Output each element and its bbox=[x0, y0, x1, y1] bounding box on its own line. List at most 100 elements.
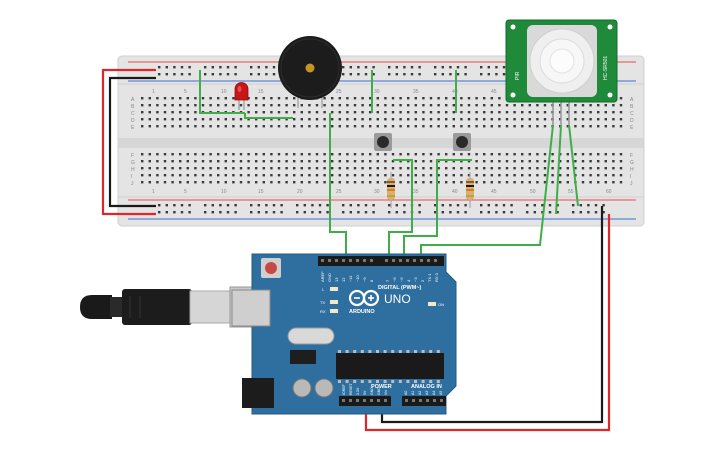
breadboard-hole bbox=[165, 73, 168, 76]
breadboard-hole bbox=[619, 118, 623, 121]
breadboard-hole bbox=[353, 97, 357, 100]
breadboard-hole bbox=[498, 167, 501, 170]
breadboard-hole bbox=[407, 118, 410, 121]
chip-pin bbox=[406, 350, 410, 353]
column-number: 50 bbox=[530, 189, 536, 195]
breadboard-hole bbox=[498, 153, 501, 156]
breadboard-hole bbox=[156, 104, 159, 107]
breadboard-hole bbox=[612, 153, 615, 156]
breadboard-hole bbox=[255, 111, 258, 114]
breadboard-hole bbox=[604, 118, 607, 121]
breadboard-hole bbox=[186, 125, 189, 128]
pin-label: 3.3V bbox=[356, 387, 360, 395]
breadboard-hole bbox=[226, 73, 230, 76]
header-pin bbox=[413, 259, 416, 262]
breadboard-hole bbox=[338, 167, 341, 170]
chip-pin bbox=[376, 350, 379, 353]
breadboard-hole bbox=[399, 111, 402, 114]
breadboard-hole bbox=[331, 167, 334, 170]
breadboard-hole bbox=[331, 174, 334, 177]
breadboard-hole bbox=[572, 204, 575, 207]
breadboard-hole bbox=[277, 174, 281, 177]
breadboard-hole bbox=[179, 160, 182, 163]
breadboard-hole bbox=[338, 153, 341, 156]
breadboard-hole bbox=[217, 118, 220, 121]
breadboard-hole bbox=[566, 111, 569, 114]
row-letter: E bbox=[630, 125, 634, 131]
breadboard-hole bbox=[148, 160, 151, 163]
breadboard-hole bbox=[346, 160, 349, 163]
breadboard-hole bbox=[551, 174, 554, 177]
breadboard-hole bbox=[247, 167, 250, 170]
reset-button[interactable] bbox=[265, 262, 277, 274]
breadboard-hole bbox=[464, 73, 467, 76]
breadboard-hole bbox=[217, 174, 220, 177]
push-button-1[interactable] bbox=[374, 133, 392, 151]
breadboard-hole bbox=[422, 118, 425, 121]
breadboard-hole bbox=[255, 160, 258, 163]
breadboard-hole bbox=[566, 181, 569, 184]
breadboard-hole bbox=[201, 174, 205, 177]
breadboard-hole bbox=[186, 111, 189, 114]
pin-label: A1 bbox=[411, 391, 415, 395]
breadboard-hole bbox=[483, 160, 486, 163]
breadboard-hole bbox=[429, 160, 433, 163]
breadboard-hole bbox=[331, 104, 334, 107]
breadboard-hole bbox=[179, 97, 182, 100]
breadboard-hole bbox=[376, 153, 379, 156]
breadboard-hole bbox=[581, 111, 585, 114]
breadboard-hole bbox=[612, 118, 615, 121]
breadboard-hole bbox=[533, 204, 536, 207]
breadboard-hole bbox=[338, 174, 341, 177]
breadboard-hole bbox=[410, 73, 414, 76]
breadboard-hole bbox=[581, 181, 585, 184]
breadboard-hole bbox=[505, 111, 509, 114]
row-letter: B bbox=[630, 104, 634, 110]
l-led bbox=[330, 287, 338, 291]
breadboard-hole bbox=[414, 97, 417, 100]
breadboard-hole bbox=[158, 211, 161, 214]
breadboard-hole bbox=[541, 211, 544, 214]
header-pin bbox=[385, 259, 388, 262]
breadboard-hole bbox=[407, 160, 410, 163]
breadboard-hole bbox=[498, 174, 501, 177]
breadboard-hole bbox=[247, 181, 250, 184]
breadboard-hole bbox=[579, 211, 582, 214]
breadboard-hole bbox=[239, 118, 243, 121]
breadboard-hole bbox=[277, 153, 281, 156]
breadboard-hole bbox=[434, 66, 437, 69]
breadboard-hole bbox=[528, 181, 531, 184]
breadboard-hole bbox=[300, 167, 303, 170]
breadboard-hole bbox=[226, 211, 230, 214]
analog-header bbox=[402, 396, 446, 406]
chip-pin bbox=[353, 350, 357, 353]
chip-pin bbox=[429, 350, 433, 353]
breadboard-hole bbox=[361, 181, 364, 184]
breadboard-hole bbox=[574, 153, 577, 156]
breadboard-hole bbox=[255, 153, 258, 156]
breadboard-hole bbox=[521, 111, 524, 114]
chip-pin bbox=[414, 350, 417, 353]
breadboard-hole bbox=[148, 97, 151, 100]
breadboard-hole bbox=[502, 211, 506, 214]
pin-label: A2 bbox=[418, 391, 422, 395]
breadboard-hole bbox=[201, 125, 205, 128]
breadboard-hole bbox=[315, 160, 319, 163]
breadboard-hole bbox=[285, 167, 288, 170]
breadboard-hole bbox=[619, 167, 623, 170]
breadboard-hole bbox=[331, 125, 334, 128]
breadboard-hole bbox=[490, 174, 493, 177]
breadboard-hole bbox=[338, 118, 341, 121]
piezo-buzzer bbox=[278, 36, 342, 108]
breadboard-hole bbox=[597, 118, 600, 121]
breadboard-hole bbox=[460, 160, 463, 163]
digital-label: DIGITAL (PWM~) bbox=[378, 285, 422, 291]
header-pin bbox=[434, 259, 437, 262]
breadboard-hole bbox=[403, 204, 406, 207]
push-button-2[interactable] bbox=[453, 133, 471, 151]
wire-pir-vcc bbox=[555, 124, 562, 215]
row-letter: G bbox=[131, 160, 135, 166]
breadboard-hole bbox=[434, 204, 437, 207]
breadboard-hole bbox=[597, 111, 600, 114]
breadboard-hole bbox=[597, 167, 600, 170]
